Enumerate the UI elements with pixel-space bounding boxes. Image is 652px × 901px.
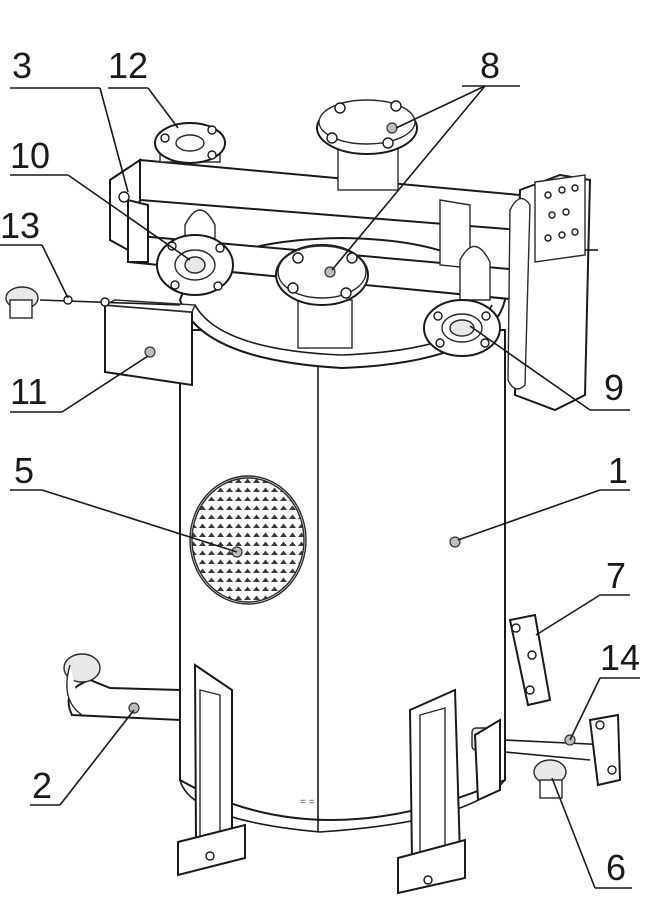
callout-13: 13 [0,205,40,246]
callout-5: 5 [14,450,34,491]
center-nozzle-8 [275,244,369,349]
callout-6: 6 [606,847,626,888]
drain-valve-6 [471,713,622,799]
top-cover-flange [316,99,418,191]
inspection-hatch-5 [189,475,307,605]
svg-text:= =: = = [300,797,315,808]
callout-11: 11 [10,371,47,412]
inlet-nozzle-12 [154,122,226,164]
callout-8: 8 [480,45,500,86]
callout-14: 14 [600,637,640,678]
flange-9 [423,299,501,357]
callout-9: 9 [604,367,624,408]
callout-labels: 3 12 8 10 13 11 9 5 1 7 14 2 6 [0,45,640,888]
bracket-11 [102,299,197,387]
leader-lines [0,85,640,889]
side-filter-plate [507,173,598,412]
support-legs [177,663,501,895]
outlet-pipe-2 [63,653,181,722]
callout-2: 2 [32,765,52,806]
body-marker-1 [449,536,461,548]
side-flange-7 [508,613,552,707]
callout-10: 10 [10,135,50,176]
callout-3: 3 [12,45,32,86]
probe-13 [5,286,181,319]
callout-1: 1 [608,450,628,491]
callout-12: 12 [108,45,148,86]
callout-7: 7 [606,555,626,596]
